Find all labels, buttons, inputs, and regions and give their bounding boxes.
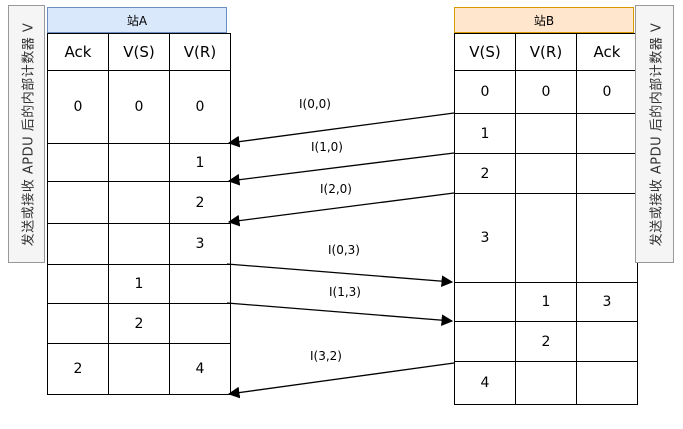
message-label-I(1,3): I(1,3) (329, 285, 361, 299)
station-a-row-5: 1 (47, 264, 231, 304)
station-b-cell-r3-c3 (576, 153, 638, 194)
station-b-row-2: 1 (454, 113, 638, 154)
message-arrow-I(1,0)-b-to-a (227, 152, 455, 186)
station-a-cell-r3-c3: 2 (169, 181, 231, 224)
station-b-column-header-2: Ack (576, 33, 638, 71)
station-a-cell-r6-c2: 2 (108, 303, 170, 344)
station-a-header: 站A (47, 7, 227, 33)
station-b-header: 站B (454, 7, 634, 33)
station-b-cell-r6-c3 (576, 321, 638, 362)
station-a-cell-r3-c1 (47, 181, 109, 224)
station-b-cell-r2-c1: 1 (454, 113, 516, 154)
message-label-I(0,3): I(0,3) (328, 243, 360, 257)
station-b-row-7: 4 (454, 361, 638, 405)
station-a-cell-r6-c3 (169, 303, 231, 344)
station-b-cell-r3-c2 (515, 153, 577, 194)
station-a-cell-r2-c2 (108, 143, 170, 182)
message-arrow-I(0,0)-b-to-a (227, 112, 455, 148)
station-b-cell-r7-c2 (515, 361, 577, 405)
station-a-row-4: 3 (47, 223, 231, 265)
station-b-cell-r3-c1: 2 (454, 153, 516, 194)
station-a-cell-r1-c3: 0 (169, 70, 231, 144)
station-b-column-header-1: V(R) (515, 33, 577, 71)
message-arrow-I(1,3)-a-to-b (226, 302, 454, 326)
station-b-column-header-row: V(S)V(R)Ack (454, 33, 638, 71)
right-counter-axis-label-text: 发送或接收 APDU 后的内部计数器 V (649, 22, 664, 246)
station-a-cell-r5-c2: 1 (108, 264, 170, 304)
station-a-cell-r5-c1 (47, 264, 109, 304)
station-b-column-header-0: V(S) (454, 33, 516, 71)
station-a-row-2: 1 (47, 143, 231, 182)
message-arrow-I(2,0)-b-to-a (227, 192, 455, 227)
station-b-cell-r4-c2 (515, 193, 577, 283)
station-a-row-6: 2 (47, 303, 231, 344)
left-counter-axis-label: 发送或接收 APDU 后的内部计数器 V (8, 5, 45, 263)
station-b-cell-r2-c3 (576, 113, 638, 154)
station-a-cell-r6-c1 (47, 303, 109, 344)
message-label-I(0,0): I(0,0) (299, 97, 331, 111)
message-arrow-I(0,3)-a-to-b (226, 263, 454, 287)
station-b-row-6: 2 (454, 321, 638, 362)
station-a-cell-r1-c2: 0 (108, 70, 170, 144)
message-label-I(1,0): I(1,0) (311, 140, 343, 154)
station-b-cell-r7-c3 (576, 361, 638, 405)
station-b-cell-r7-c1: 4 (454, 361, 516, 405)
station-a-column-header-2: V(R) (169, 33, 231, 71)
station-b-cell-r4-c3 (576, 193, 638, 283)
station-a-cell-r2-c1 (47, 143, 109, 182)
station-a-cell-r4-c1 (47, 223, 109, 265)
station-b-title: 站B (533, 13, 555, 28)
station-a-cell-r2-c3: 1 (169, 143, 231, 182)
station-a-cell-r5-c3 (169, 264, 231, 304)
station-a-column-header-0: Ack (47, 33, 109, 71)
station-b-row-3: 2 (454, 153, 638, 194)
message-label-I(3,2): I(3,2) (310, 349, 342, 363)
right-counter-axis-label: 发送或接收 APDU 后的内部计数器 V (635, 5, 674, 263)
station-b-cell-r5-c3: 3 (576, 282, 638, 322)
station-b-cell-r5-c2: 1 (515, 282, 577, 322)
station-a-cell-r1-c1: 0 (47, 70, 109, 144)
station-b-cell-r1-c1: 0 (454, 70, 516, 114)
station-b-cell-r4-c1: 3 (454, 193, 516, 283)
station-b-cell-r5-c1 (454, 282, 516, 322)
station-a-cell-r3-c2 (108, 181, 170, 224)
station-a-cell-r4-c3: 3 (169, 223, 231, 265)
station-a-cell-r7-c2 (108, 343, 170, 395)
message-label-I(2,0): I(2,0) (320, 182, 352, 196)
station-b-cell-r6-c2: 2 (515, 321, 577, 362)
station-b-cell-r1-c2: 0 (515, 70, 577, 114)
station-a-cell-r7-c3: 4 (169, 343, 231, 395)
station-a-cell-r7-c1: 2 (47, 343, 109, 395)
station-b-row-4: 3 (454, 193, 638, 283)
left-counter-axis-label-text: 发送或接收 APDU 后的内部计数器 V (21, 22, 36, 246)
station-a-cell-r4-c2 (108, 223, 170, 265)
station-a-column-header-1: V(S) (108, 33, 170, 71)
station-b-cell-r6-c1 (454, 321, 516, 362)
station-a-title: 站A (126, 13, 148, 28)
station-b-cell-r2-c2 (515, 113, 577, 154)
message-arrow-I(3,2)-b-to-a (227, 362, 455, 399)
station-a-row-3: 2 (47, 181, 231, 224)
station-b-cell-r1-c3: 0 (576, 70, 638, 114)
